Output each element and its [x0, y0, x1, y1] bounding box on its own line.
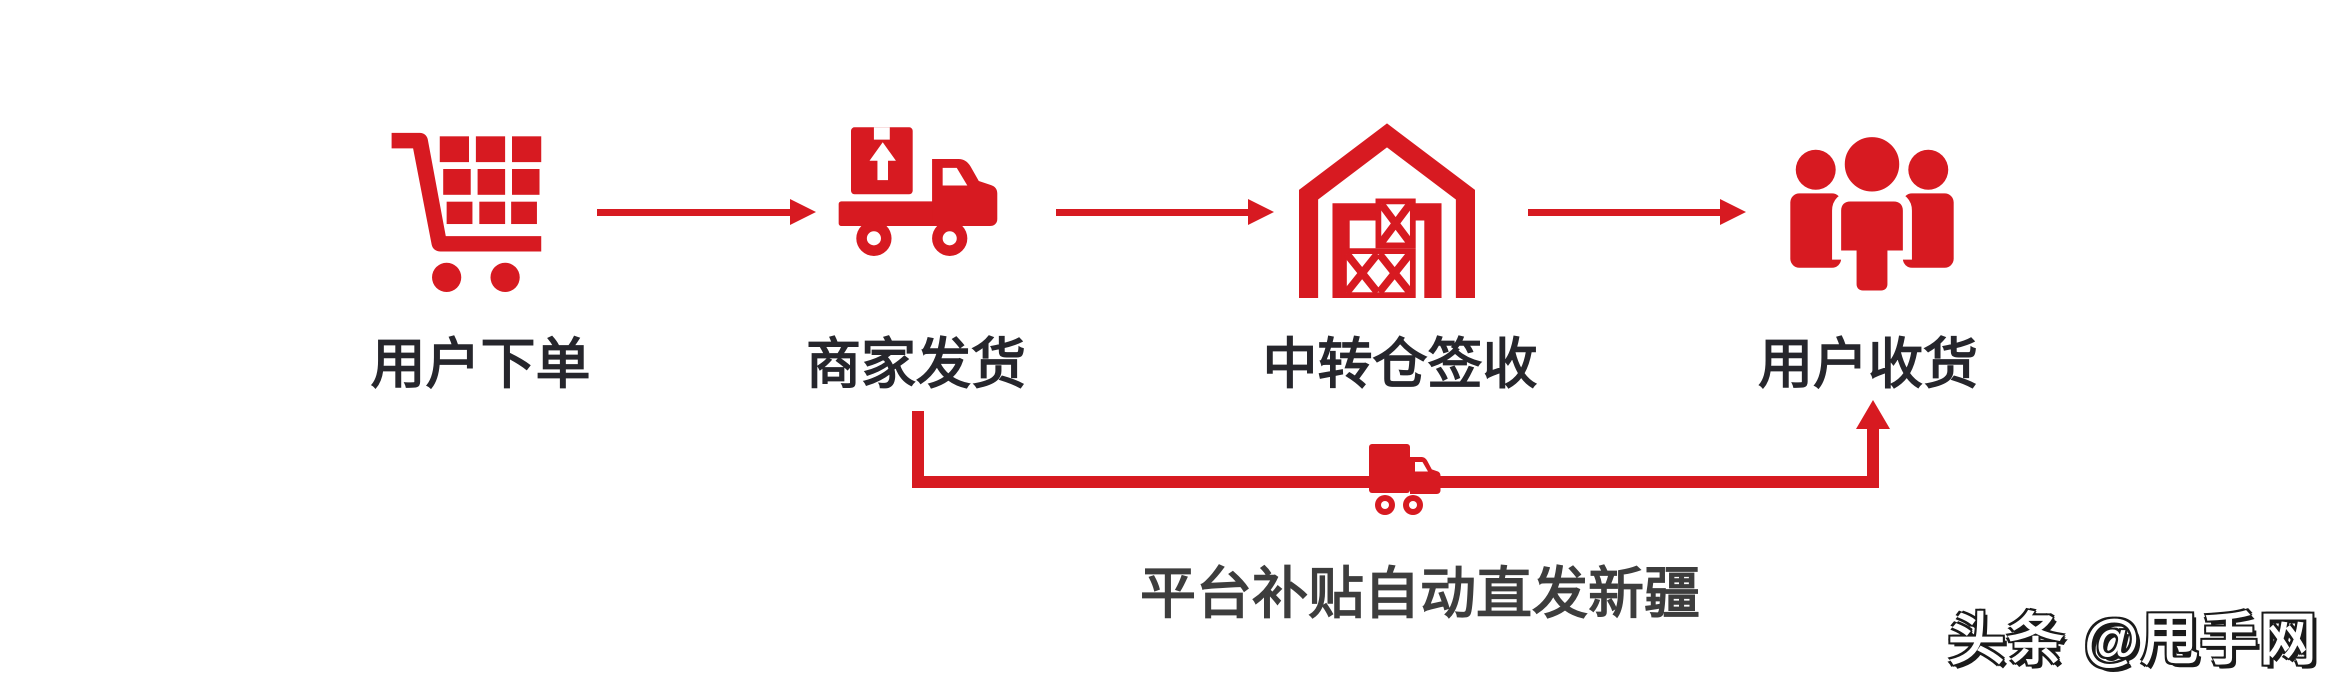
- bypass-caption: 平台补贴自动直发新疆: [1140, 562, 1700, 625]
- warehouse-icon: [1291, 122, 1483, 298]
- flow-arrow-icon: [1528, 199, 1746, 225]
- small-truck-icon: [1356, 442, 1451, 520]
- watermark-text: 头条 @甩手网: [1948, 608, 2319, 672]
- stage-label-order: 用户下单: [370, 333, 591, 395]
- bypass-line-up: [1867, 428, 1879, 488]
- flow-arrow-icon: [1056, 199, 1274, 225]
- shipping-truck-icon: [833, 122, 1010, 263]
- stage-label-transit-warehouse: 中转仓签收: [1262, 333, 1538, 395]
- bypass-line-down: [912, 411, 924, 488]
- bypass-arrowhead-icon: [1856, 400, 1890, 429]
- users-group-icon: [1781, 128, 1963, 295]
- stage-label-receive: 用户收货: [1758, 333, 1979, 395]
- stage-label-ship: 商家发货: [805, 333, 1026, 395]
- flow-arrow-icon: [597, 199, 816, 225]
- shopping-cart-icon: [383, 124, 555, 300]
